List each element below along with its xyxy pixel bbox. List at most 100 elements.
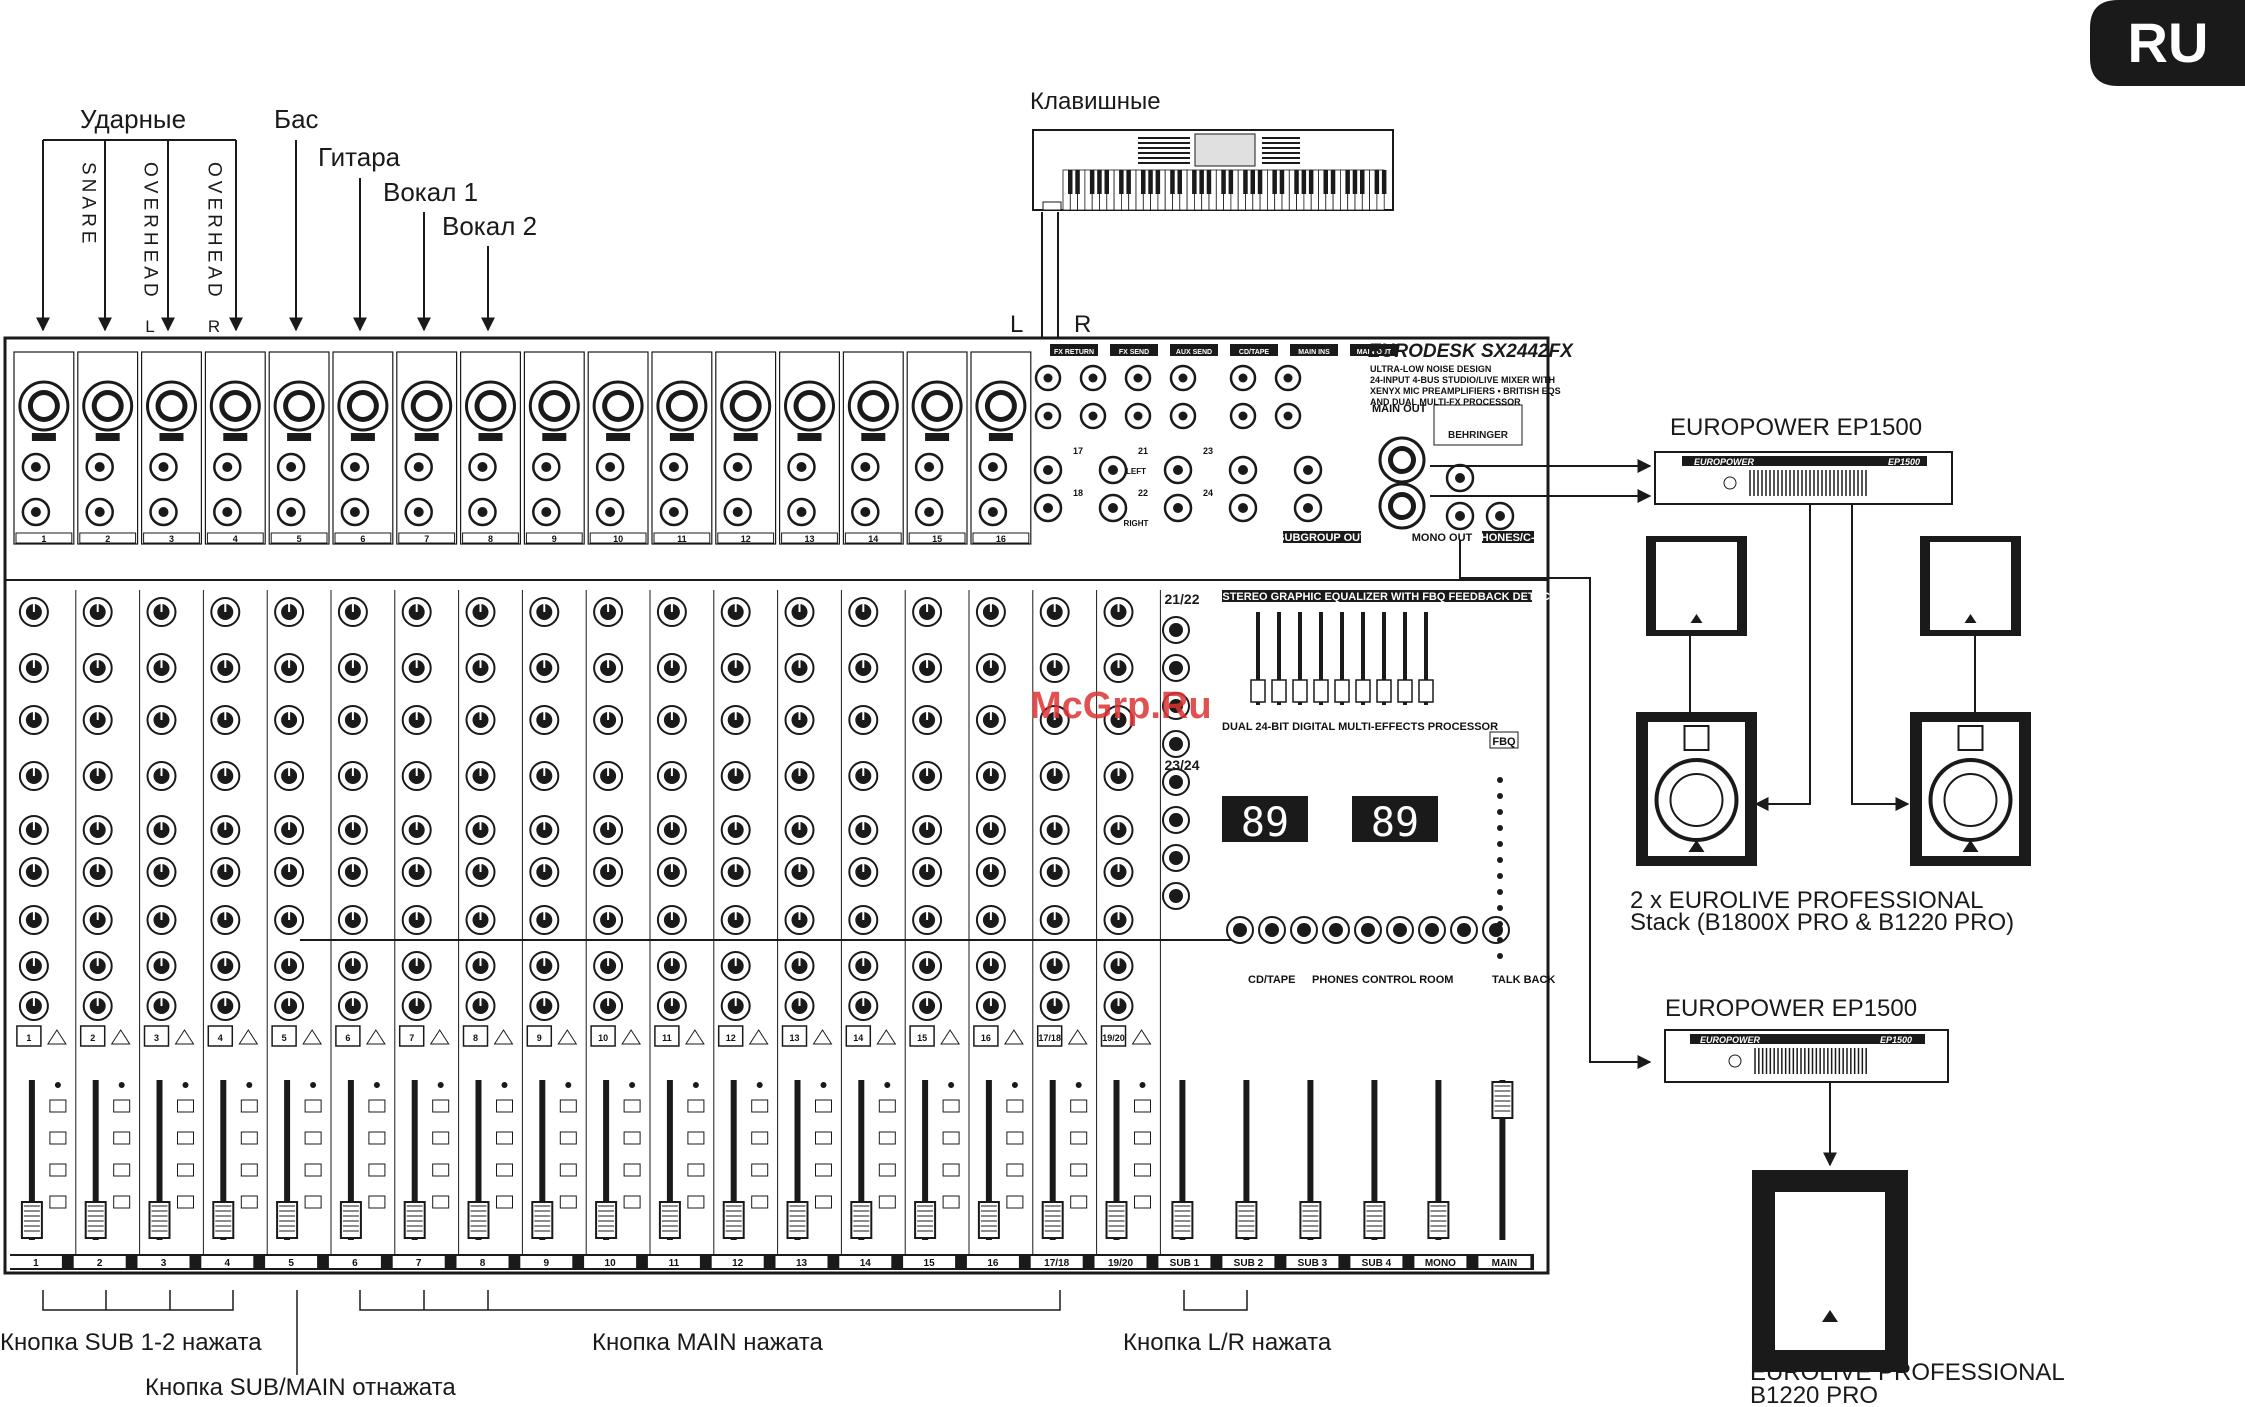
fx-title: DUAL 24-BIT DIGITAL MULTI-EFFECTS PROCES… (1222, 721, 1498, 733)
input-channel-3: 3 (141, 351, 203, 545)
jack-left-label: LEFT (1126, 467, 1146, 476)
drums-bracket (36, 139, 495, 332)
fader-label: 9 (544, 1258, 550, 1269)
svg-text:EUROPOWER: EUROPOWER (1700, 1035, 1761, 1045)
label-bass: Бас (274, 104, 319, 134)
eq-slider-knob (1355, 679, 1371, 703)
fader-knob (1171, 1201, 1194, 1239)
input-channel-9: 9 (523, 351, 585, 545)
input-channel-7: 7 (396, 351, 458, 545)
input-channel-6: 6 (332, 351, 394, 545)
mute-button-icon (876, 1029, 897, 1045)
stereo-in-number: 17 (1073, 446, 1083, 456)
fader-knob (339, 1201, 362, 1239)
fader-label: 19/20 (1108, 1258, 1133, 1269)
channel-strip-7: 7 (398, 590, 460, 1255)
channel-number-mid: 12 (726, 1033, 736, 1043)
channel-number-mid: 6 (345, 1033, 350, 1043)
sub-label-2: B1220 PRO (1750, 1382, 1878, 1407)
input-channel-5: 5 (268, 351, 330, 545)
mute-button-icon (46, 1029, 67, 1045)
input-channel-10: 10 (587, 351, 649, 545)
fader-knob (1363, 1201, 1386, 1239)
speakers-label-2: Stack (B1800X PRO & B1220 PRO) (1630, 909, 2014, 936)
channel-number-mid: 15 (917, 1033, 927, 1043)
channel-number-top: 15 (932, 534, 942, 544)
svg-text:RU: RU (2128, 11, 2209, 74)
input-channel-11: 11 (651, 351, 713, 545)
channel-strip-4: 4 (207, 590, 268, 1255)
fader-knob (531, 1201, 554, 1239)
fbq-label: FBQ (1492, 736, 1516, 748)
section-label: AUX SEND (1176, 349, 1212, 356)
fader-label: 13 (796, 1258, 808, 1269)
svg-text:EUROPOWER: EUROPOWER (1694, 457, 1755, 467)
mixer-desc-line: XENYX MIC PREAMPLIFIERS • BRITISH EQS (1370, 386, 1561, 396)
input-channel-1: 1 (13, 351, 75, 545)
channel-number-top: 2 (105, 534, 110, 544)
led-icon (1497, 937, 1503, 943)
led-icon (1497, 905, 1503, 911)
mono-out-label: MONO OUT (1412, 532, 1473, 544)
kb-r-label: R (1074, 311, 1091, 338)
stereo-in-number: 18 (1073, 488, 1083, 498)
channel-number-mid: 17/18 (1038, 1033, 1061, 1043)
master-fader-4 (1363, 1080, 1386, 1240)
fader-label: 2 (97, 1258, 103, 1269)
channel-strip-10: 10 (590, 590, 651, 1255)
fader-knob (658, 1201, 681, 1239)
jack-right-label: RIGHT (1124, 519, 1149, 528)
amplifier-bottom: EUROPOWER EP1500 (1664, 1029, 1949, 1083)
fader-label: 15 (924, 1258, 936, 1269)
channel-number-mid: 3 (154, 1033, 159, 1043)
fader-knob (722, 1201, 745, 1239)
fader-label: 7 (416, 1258, 422, 1269)
channel-number-mid: 10 (598, 1033, 608, 1043)
channel-number-mid: 11 (662, 1033, 672, 1043)
channel-number-top: 14 (868, 534, 878, 544)
channel-number-top: 10 (613, 534, 623, 544)
channel-number-mid: 7 (409, 1033, 414, 1043)
input-channel-2: 2 (77, 351, 139, 545)
fader-knob (84, 1201, 107, 1239)
fader-knob (977, 1201, 1000, 1239)
channel-strip-18: 19/20 (1100, 590, 1161, 1255)
channel-strip-9: 9 (526, 590, 587, 1255)
channel-strip-17: 17/18 (1036, 590, 1098, 1255)
eq-slider-knob (1418, 679, 1434, 703)
main-out-cables (1430, 459, 1652, 1069)
channel-number-top: 16 (996, 534, 1006, 544)
channel-number-top: 5 (297, 534, 302, 544)
fader-label-bar (10, 1254, 1534, 1270)
led-icon (1497, 809, 1503, 815)
input-channel-12: 12 (715, 351, 777, 545)
stereo-in-number: 21 (1138, 446, 1148, 456)
led-icon (1497, 873, 1503, 879)
channel-number-top: 8 (488, 534, 493, 544)
sub-label-1: EUROLIVE PROFESSIONAL (1750, 1359, 2065, 1386)
eq-slider-knob (1292, 679, 1308, 703)
fader-label: MAIN (1492, 1258, 1518, 1269)
fader-label: SUB 4 (1362, 1258, 1392, 1269)
mute-button-icon (557, 1029, 578, 1045)
section-label: MAIN INS (1298, 349, 1330, 356)
speaker-stack-2 (1910, 536, 2031, 866)
channel-strip-16: 16 (973, 590, 1034, 1255)
eq-slider-knob (1376, 679, 1392, 703)
fader-knob (1235, 1201, 1258, 1239)
channel-number-mid: 16 (981, 1033, 991, 1043)
eq-slider-knob (1313, 679, 1329, 703)
cd-tape-label: CD/TAPE (1248, 974, 1295, 986)
channel-strip-5: 5 (271, 590, 332, 1255)
subgroup-out-label: SUBGROUP OUT (1277, 532, 1367, 544)
led-icon (1497, 793, 1503, 799)
channel-number-mid: 5 (282, 1033, 287, 1043)
fader-label: 11 (669, 1258, 680, 1269)
svg-text:SNARE: SNARE (78, 162, 99, 247)
label-drums: Ударные (80, 104, 186, 134)
kb-l-label: L (1010, 311, 1023, 338)
note-submain: Кнопка SUB/MAIN отнажата (145, 1374, 456, 1401)
fader-label: SUB 2 (1234, 1258, 1264, 1269)
master-fader-2 (1235, 1080, 1258, 1240)
section-label: FX RETURN (1054, 349, 1094, 356)
